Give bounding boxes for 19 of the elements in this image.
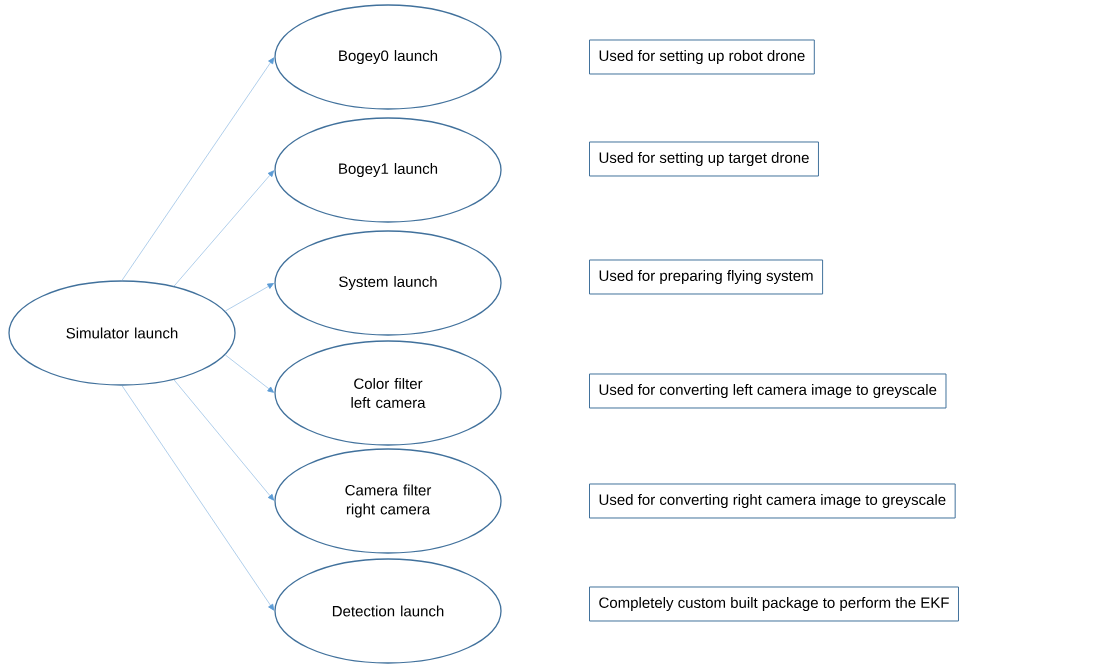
description-box: Used for setting up robot drone: [589, 39, 815, 75]
ellipse-node: Camera filter right camera: [274, 448, 502, 554]
arrow: [173, 379, 275, 501]
arrow: [224, 354, 274, 393]
description-box: Used for converting left camera image to greyscale: [589, 373, 947, 409]
ellipse-node: Color filter left camera: [274, 340, 502, 446]
description-box: Completely custom built package to perform the EKF: [589, 586, 959, 622]
arrow: [173, 170, 275, 287]
description-box: Used for setting up target drone: [589, 141, 819, 177]
ellipse-node: System launch: [274, 230, 502, 336]
ellipse-node: Bogey1 launch: [274, 117, 502, 223]
ellipse-node: Bogey0 launch: [274, 4, 502, 110]
ellipse-node: Simulator launch: [8, 280, 236, 386]
arrow: [121, 385, 275, 611]
arrow: [121, 57, 275, 281]
arrow: [224, 283, 274, 312]
description-box: Used for preparing flying system: [589, 259, 824, 295]
description-box: Used for converting right camera image to greyscale: [589, 483, 956, 519]
ellipse-node: Detection launch: [274, 558, 502, 664]
